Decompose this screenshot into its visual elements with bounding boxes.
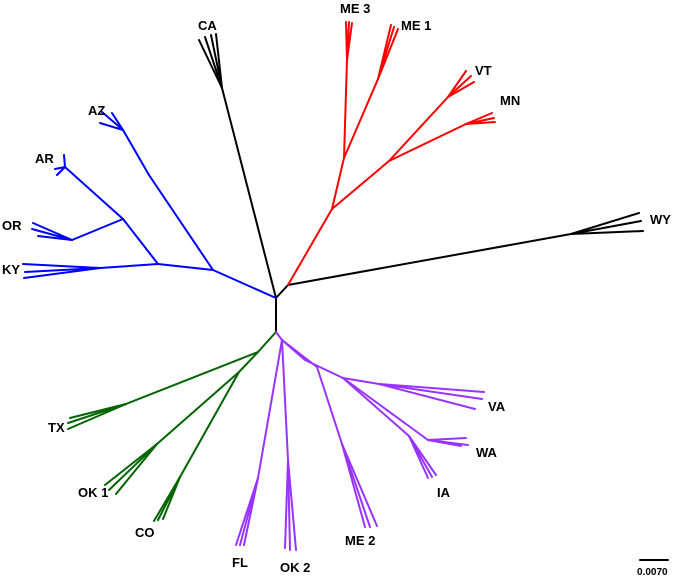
branch-black-6	[198, 39, 223, 89]
branch-red-29	[465, 121, 496, 125]
scale-bar: 0.0070	[637, 559, 669, 578]
branch-black-7	[215, 33, 223, 89]
branch-green-50	[257, 331, 277, 353]
branch-blue-47	[101, 111, 124, 131]
leaf-label-ca: CA	[198, 18, 217, 33]
leaf-label-ar: AR	[35, 151, 54, 166]
branch-black-0	[275, 284, 289, 299]
leaf-label-wa: WA	[476, 445, 498, 460]
branch-purple-79	[304, 359, 344, 379]
branch-blue-37	[122, 218, 159, 265]
branch-purple-87	[427, 439, 462, 447]
branch-purple-84	[378, 383, 476, 410]
branch-purple-82	[378, 383, 485, 393]
branch-blue-45	[56, 166, 66, 176]
branch-blue-39	[32, 222, 73, 241]
leaf-labels: CA ME 3 ME 1 VT MN WY AZ AR OR KY TX OK …	[2, 1, 671, 575]
branch-black-1	[287, 233, 572, 286]
leaf-label-ok2: OK 2	[280, 560, 310, 575]
branch-purple-74	[287, 459, 297, 551]
branch-purple-64	[275, 331, 283, 341]
branch-blue-32	[148, 174, 214, 271]
branch-red-22	[388, 96, 449, 162]
scale-bar-label: 0.0070	[637, 567, 668, 578]
branch-red-11	[287, 208, 333, 286]
leaf-label-wy: WY	[650, 212, 671, 227]
branch-red-23	[447, 70, 467, 98]
leaf-label-ky: KY	[2, 262, 20, 277]
branch-green-56	[156, 371, 240, 445]
branch-purple-71	[243, 477, 259, 546]
branch-black-3	[221, 87, 277, 299]
branch-black-10	[570, 230, 644, 235]
branch-purple-83	[378, 383, 483, 400]
branch-red-26	[388, 123, 467, 162]
branch-purple-85	[427, 437, 467, 441]
branch-blue-33	[99, 263, 159, 269]
branch-purple-77	[341, 443, 371, 528]
leaf-label-co: CO	[135, 525, 155, 540]
branch-black-5	[204, 36, 223, 89]
branch-purple-91	[408, 435, 437, 476]
branch-red-24	[447, 75, 472, 98]
branch-blue-30	[212, 269, 277, 299]
branch-blue-42	[64, 166, 124, 220]
branch-blue-41	[37, 235, 73, 241]
branch-purple-78	[341, 443, 378, 527]
branch-green-59	[108, 443, 158, 491]
leaf-label-vt: VT	[475, 63, 492, 78]
branch-blue-38	[71, 218, 124, 241]
branch-blue-46	[122, 129, 150, 176]
branch-green-52	[238, 351, 259, 373]
leaf-label-va: VA	[488, 399, 506, 414]
branch-blue-49	[99, 122, 124, 131]
branch-green-60	[115, 443, 158, 495]
branch-black-8	[570, 212, 640, 235]
leaf-label-or: OR	[2, 218, 22, 233]
branch-red-25	[447, 81, 475, 98]
tree-branches	[22, 21, 644, 551]
branch-blue-34	[22, 263, 101, 269]
branch-green-57	[179, 371, 240, 478]
leaf-label-ok1: OK 1	[78, 485, 108, 500]
branch-green-63	[162, 476, 181, 520]
branch-purple-68	[281, 339, 306, 361]
branch-green-55	[67, 403, 127, 430]
branch-red-21	[377, 28, 399, 80]
leaf-label-tx: TX	[48, 420, 65, 435]
branch-purple-65	[257, 339, 283, 479]
branch-purple-81	[342, 377, 429, 441]
leaf-label-fl: FL	[232, 555, 248, 570]
branch-blue-36	[23, 267, 101, 279]
branch-red-17	[346, 22, 353, 61]
branch-purple-75	[316, 366, 343, 445]
branch-red-18	[343, 78, 379, 159]
branch-blue-31	[157, 263, 214, 271]
branch-purple-88	[342, 377, 410, 437]
leaf-label-mn: MN	[500, 93, 520, 108]
leaf-label-me3: ME 3	[340, 1, 370, 16]
branch-purple-80	[342, 377, 380, 385]
leaf-label-me2: ME 2	[345, 533, 375, 548]
branch-black-9	[570, 220, 642, 235]
branch-green-51	[125, 351, 259, 405]
branch-red-12	[331, 157, 345, 210]
leaf-label-ia: IA	[437, 485, 451, 500]
branch-green-62	[153, 476, 181, 522]
branch-red-13	[331, 160, 390, 210]
leaf-label-az: AZ	[88, 103, 105, 118]
branch-green-58	[104, 443, 158, 486]
branch-blue-48	[111, 112, 124, 131]
leaf-label-me1: ME 1	[401, 18, 431, 33]
branch-purple-66	[281, 339, 289, 461]
branch-blue-40	[31, 228, 73, 241]
branch-blue-44	[63, 154, 66, 168]
branch-red-14	[343, 59, 348, 159]
